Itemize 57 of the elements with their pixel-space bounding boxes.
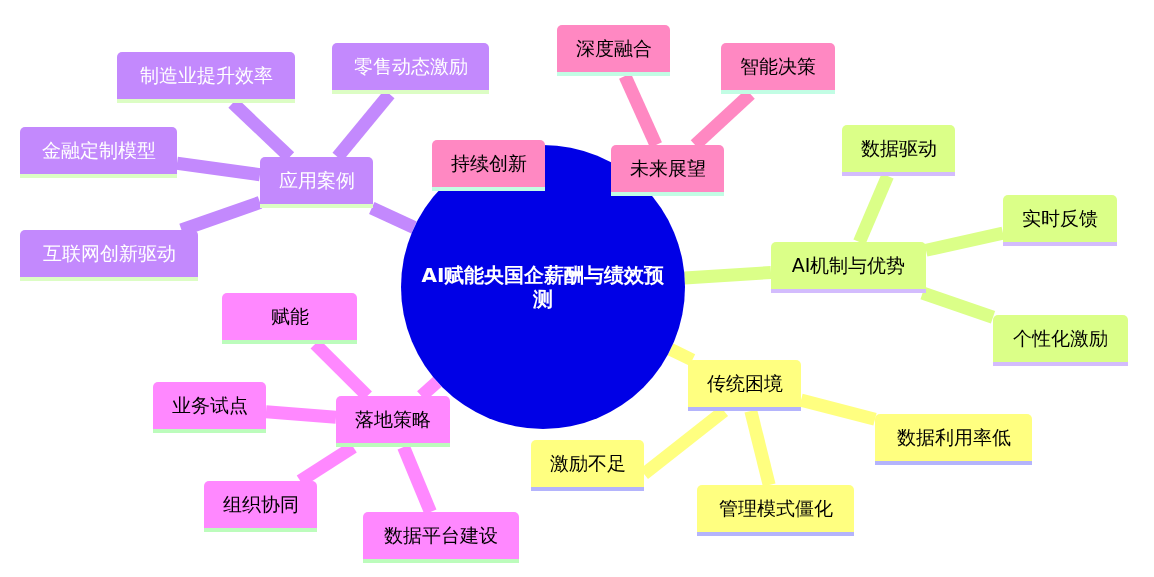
topic-label: 应用案例	[278, 169, 355, 192]
branch-line	[667, 343, 696, 366]
topic-label: 数据平台建设	[384, 524, 498, 547]
topic-label: 持续创新	[450, 152, 527, 175]
topic-label: 赋能	[270, 305, 309, 328]
topic-label: 落地策略	[355, 408, 431, 431]
topic-label: 业务试点	[171, 394, 248, 417]
branch-line	[744, 409, 776, 487]
topic-box	[875, 414, 1032, 465]
topic-label: 金融定制模型	[41, 139, 156, 162]
branch-line	[853, 173, 894, 245]
branch-line	[799, 393, 877, 426]
topic-label: 智能决策	[740, 55, 816, 78]
topic-box	[611, 145, 724, 196]
topic-box	[993, 315, 1128, 366]
topic-label: 传统困境	[706, 372, 783, 395]
topic-box	[222, 293, 357, 344]
branch-line	[397, 444, 437, 515]
branch-line	[369, 202, 417, 234]
topic-box	[20, 230, 198, 281]
topic-label: 数据利用率低	[896, 426, 1011, 449]
topic-label: 组织协同	[222, 493, 299, 516]
topic-box	[363, 512, 519, 563]
topic-box	[771, 242, 926, 293]
branch-line	[684, 265, 772, 285]
central-topic-label: AI赋能央国企薪酬与绩效预测	[420, 263, 666, 311]
branch-line	[924, 226, 1005, 257]
topic-label: 深度融合	[575, 37, 652, 60]
topic-box	[117, 52, 295, 103]
topic-label: 零售动态激励	[353, 55, 468, 78]
topic-box	[697, 485, 854, 536]
branch-line	[619, 73, 662, 148]
topic-box	[531, 440, 644, 491]
topic-box	[153, 382, 266, 433]
topic-box	[721, 43, 835, 94]
branch-line	[176, 156, 261, 182]
topic-box	[1003, 195, 1117, 246]
branch-line	[265, 405, 337, 424]
topic-box	[336, 396, 450, 447]
topic-box	[432, 140, 545, 191]
topic-box	[688, 360, 801, 411]
topic-label: 管理模式僵化	[718, 497, 833, 520]
branch-line	[920, 286, 996, 324]
topic-label: 制造业提升效率	[139, 64, 273, 87]
topic-box	[842, 125, 955, 176]
topic-label: 激励不足	[549, 452, 626, 475]
topic-box	[332, 43, 489, 94]
topic-label: 数据驱动	[860, 137, 937, 160]
topic-label: AI机制与优势	[791, 254, 906, 277]
topic-box	[20, 127, 177, 178]
topic-label: 个性化激励	[1013, 327, 1108, 350]
topic-box	[260, 157, 373, 208]
topic-box	[557, 25, 670, 76]
topic-label: 实时反馈	[1022, 207, 1098, 230]
topic-label: 未来展望	[629, 157, 706, 180]
topic-label: 互联网创新驱动	[42, 242, 176, 265]
topic-box	[204, 481, 317, 532]
